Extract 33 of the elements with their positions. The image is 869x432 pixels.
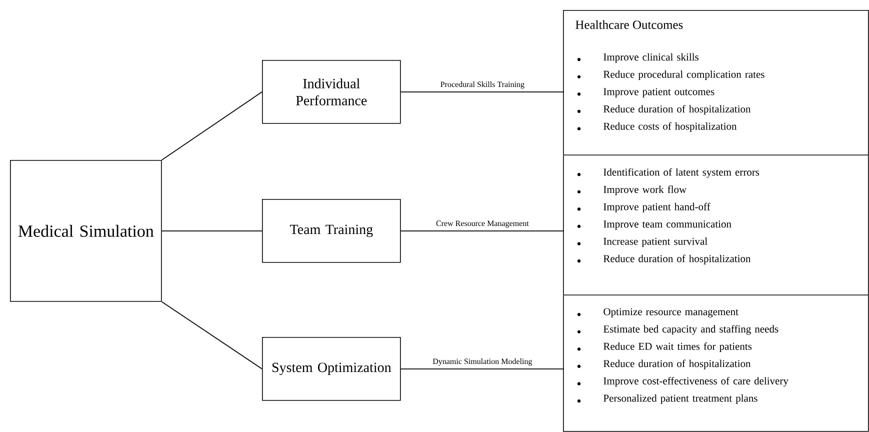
connector-line	[400, 368, 564, 370]
node-label: Identification of latent system errors	[604, 168, 760, 178]
connector-line	[400, 91, 564, 92]
node-label: Personalized patient treatment plans	[604, 394, 758, 404]
node-label: Reduce procedural complication rates	[604, 70, 764, 80]
connector-line	[161, 230, 262, 232]
process-box: Team Training	[262, 199, 401, 263]
node-label: Estimate bed capacity and staffing needs	[604, 325, 778, 335]
node-label: Improve team communication	[604, 220, 732, 230]
node-label: Reduce costs of hospitalization	[604, 122, 737, 132]
process-box: System Optimization	[262, 337, 401, 401]
bullet-list: Improve clinical skills Reduce procedural complication rates Improve patient outcomes Reduce duration of hospitalization Reduce costs of hospitalization	[577, 53, 764, 132]
node-label: Reduce ED wait times for patients	[604, 342, 752, 352]
node-label: Optimize resource management	[604, 308, 738, 318]
bullet-list: Optimize resource management Estimate bed capacity and staffing needs Reduce ED wait times for patients Reduce duration of hospitalization Improve cost-effectiveness of care delivery Personalized patient treatment plans	[577, 308, 788, 404]
node-label: Reduce duration of hospitalization	[604, 105, 751, 115]
node-label: Reduce duration of hospitalization	[604, 360, 751, 370]
process-box: Individual Performance	[262, 60, 401, 124]
node-label: Reduce duration of hospitalization	[604, 254, 751, 264]
edge-label: Crew Resource Management	[434, 220, 530, 229]
node-label: Improve clinical skills	[604, 53, 698, 63]
node-label: Improve patient hand-off	[604, 202, 710, 212]
connector-line	[161, 301, 262, 370]
connector-line	[161, 91, 262, 160]
edge-label: Procedural Skills Training	[439, 80, 526, 90]
node-label: Improve patient outcomes	[604, 88, 714, 98]
edge-label: Dynamic Simulation Modeling	[432, 357, 534, 367]
connector-line	[400, 230, 564, 232]
node-label: Improve work flow	[604, 186, 687, 196]
process-box: Medical Simulation	[10, 160, 162, 302]
node-label: Increase patient survival	[604, 238, 708, 248]
bullet-list: Identification of latent system errors Improve work flow Improve patient hand-off Improve team communication Increase patient survival Reduce duration of hospitalization	[577, 168, 760, 264]
node-label: Improve cost-effectiveness of care delivery	[604, 376, 788, 387]
